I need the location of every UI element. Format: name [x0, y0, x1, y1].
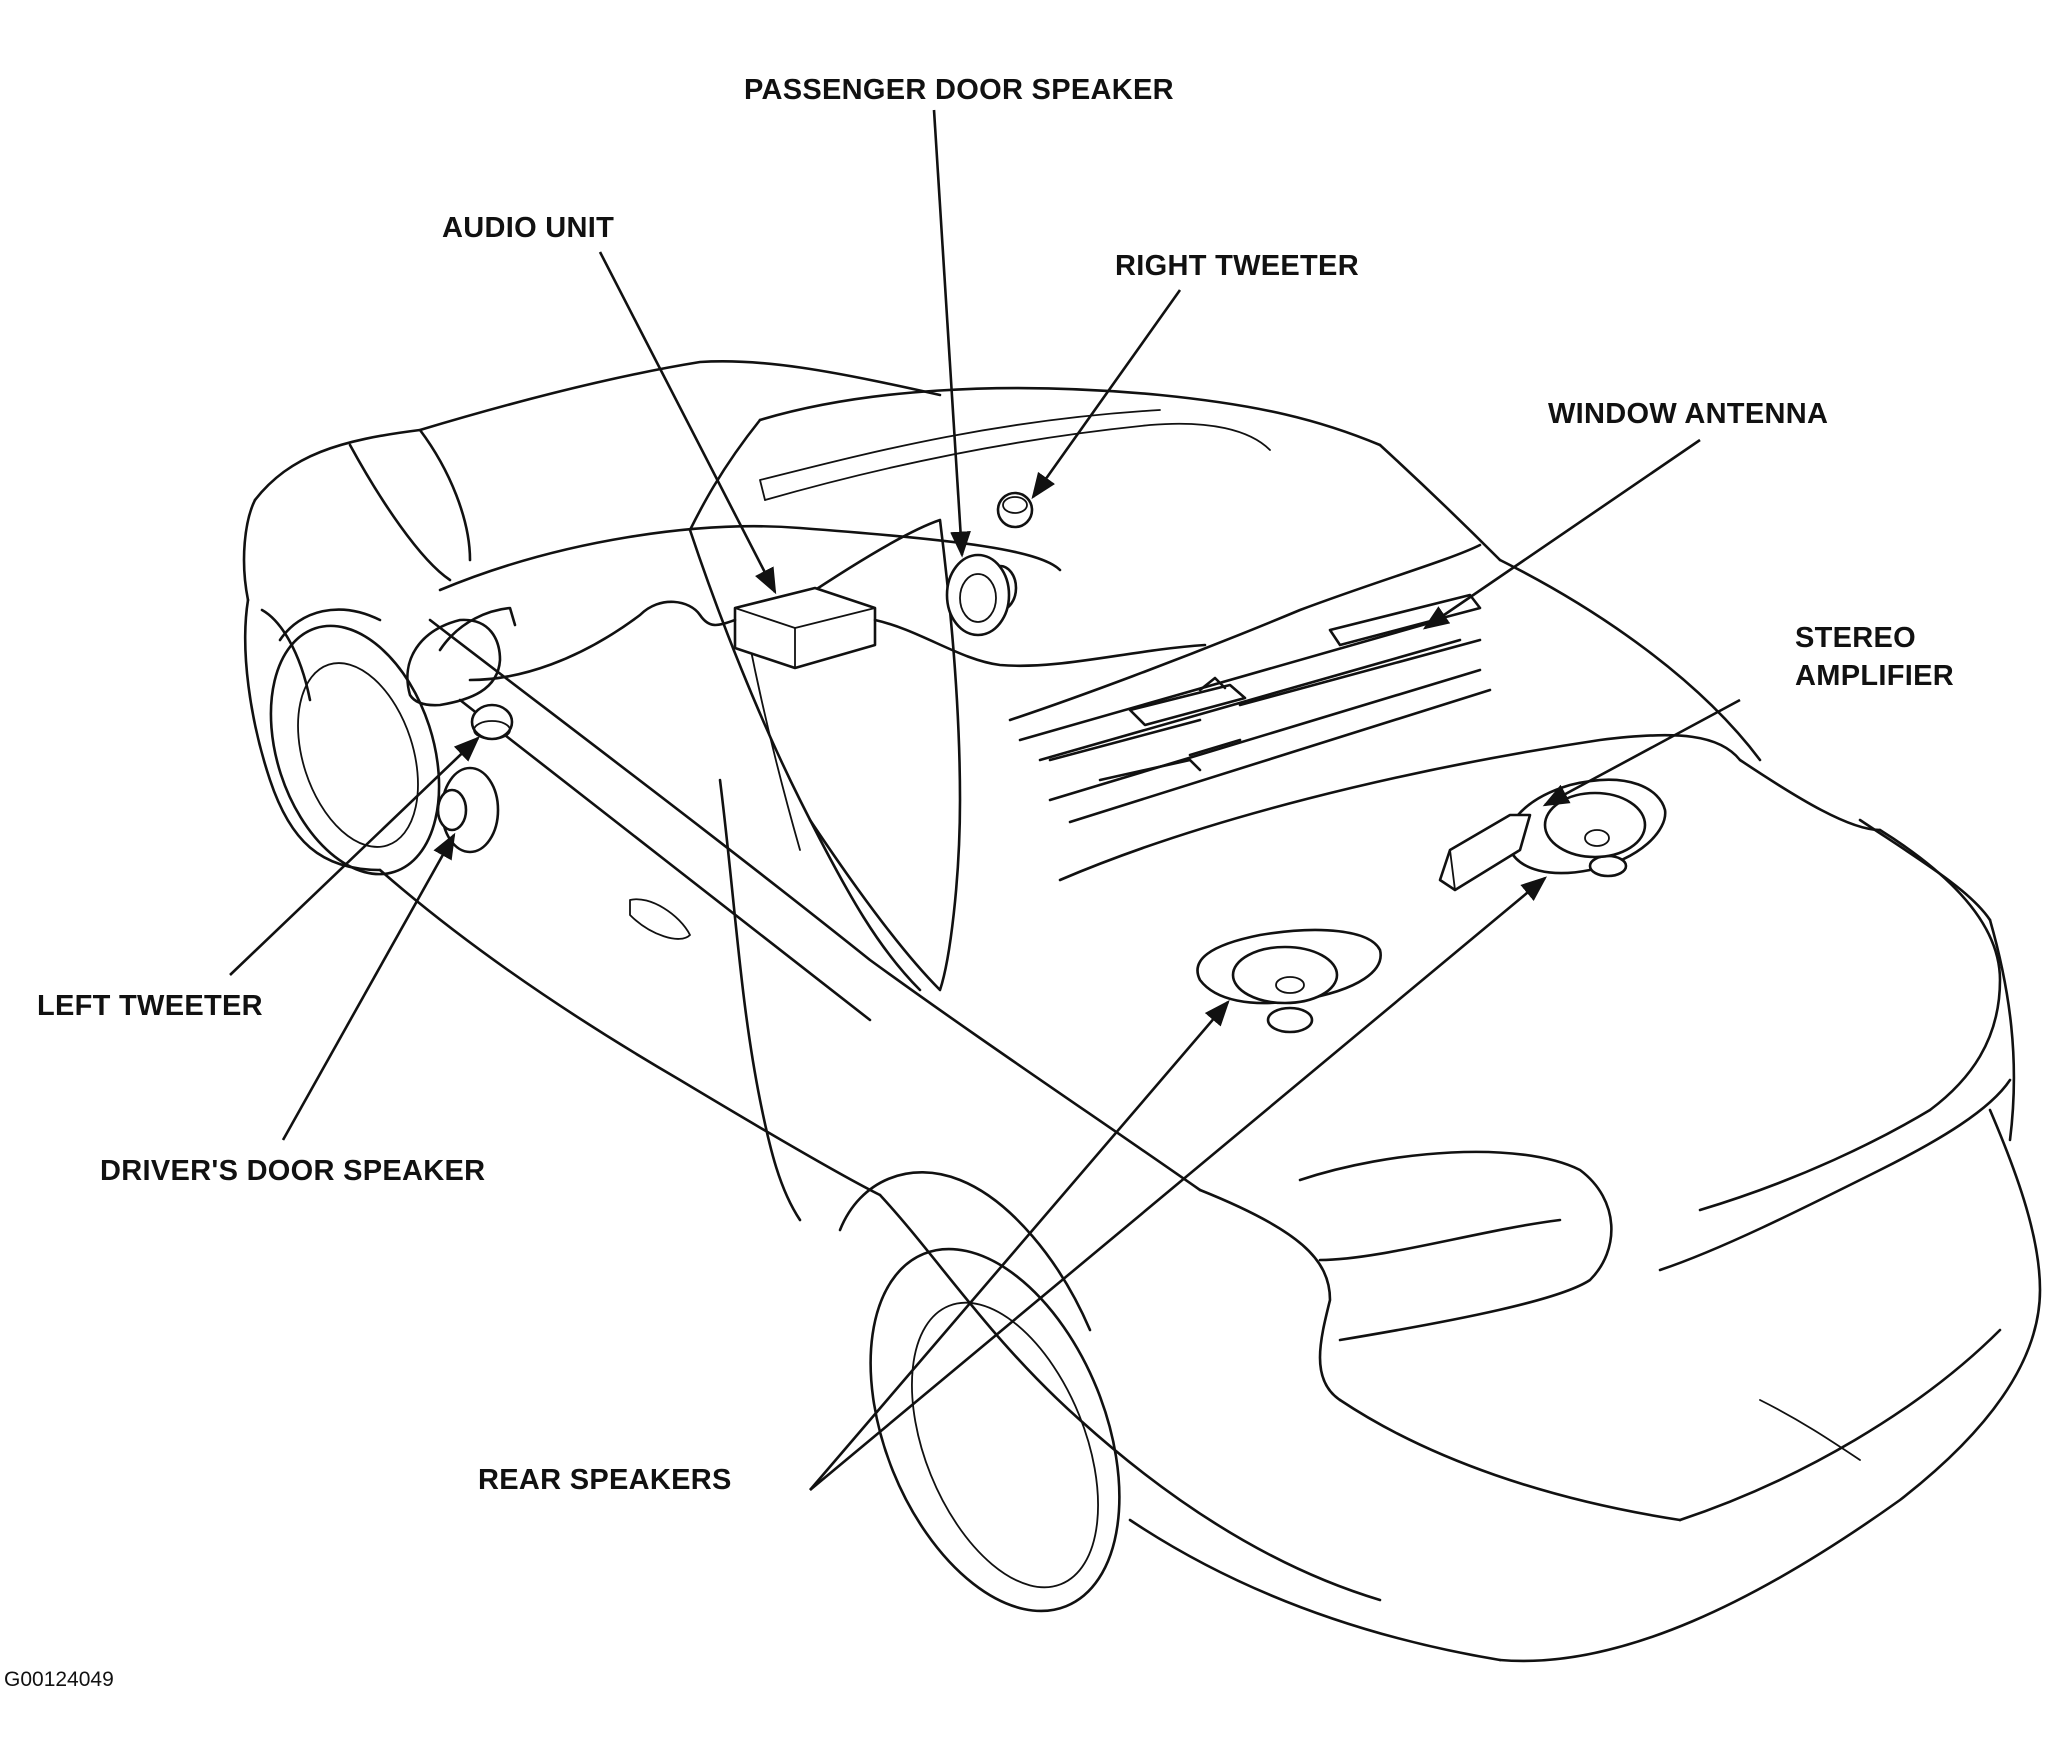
stereo-amplifier-box [1438, 813, 1532, 892]
label-left-tweeter: LEFT TWEETER [37, 990, 263, 1022]
label-rear-speakers: REAR SPEAKERS [478, 1464, 732, 1496]
audio-wiring [468, 600, 737, 682]
label-window-antenna: WINDOW ANTENNA [1548, 398, 1829, 430]
audio-unit-box [733, 586, 877, 670]
label-stereo: STEREO [1795, 622, 1917, 654]
leader-lines [229, 109, 1741, 1491]
rear-speaker-left [1196, 928, 1382, 1034]
window-antenna-lines [1018, 593, 1492, 824]
left-tweeter-part [470, 703, 514, 741]
label-right-tweeter: RIGHT TWEETER [1115, 250, 1359, 282]
label-passenger-door-speaker: PASSENGER DOOR SPEAKER [744, 74, 1174, 106]
figure-code: G00124049 [4, 1668, 114, 1691]
left-mirror [406, 606, 517, 707]
dash-wiring [873, 618, 1207, 668]
rear-speaker-right [1506, 778, 1667, 878]
label-amplifier: AMPLIFIER [1795, 660, 1954, 692]
passenger-door-speaker-part [945, 553, 1018, 637]
drivers-door-speaker-part [436, 766, 500, 854]
label-audio-unit: AUDIO UNIT [442, 212, 615, 244]
right-tweeter-part [996, 491, 1034, 529]
label-drivers-door-speaker: DRIVER'S DOOR SPEAKER [100, 1155, 486, 1187]
